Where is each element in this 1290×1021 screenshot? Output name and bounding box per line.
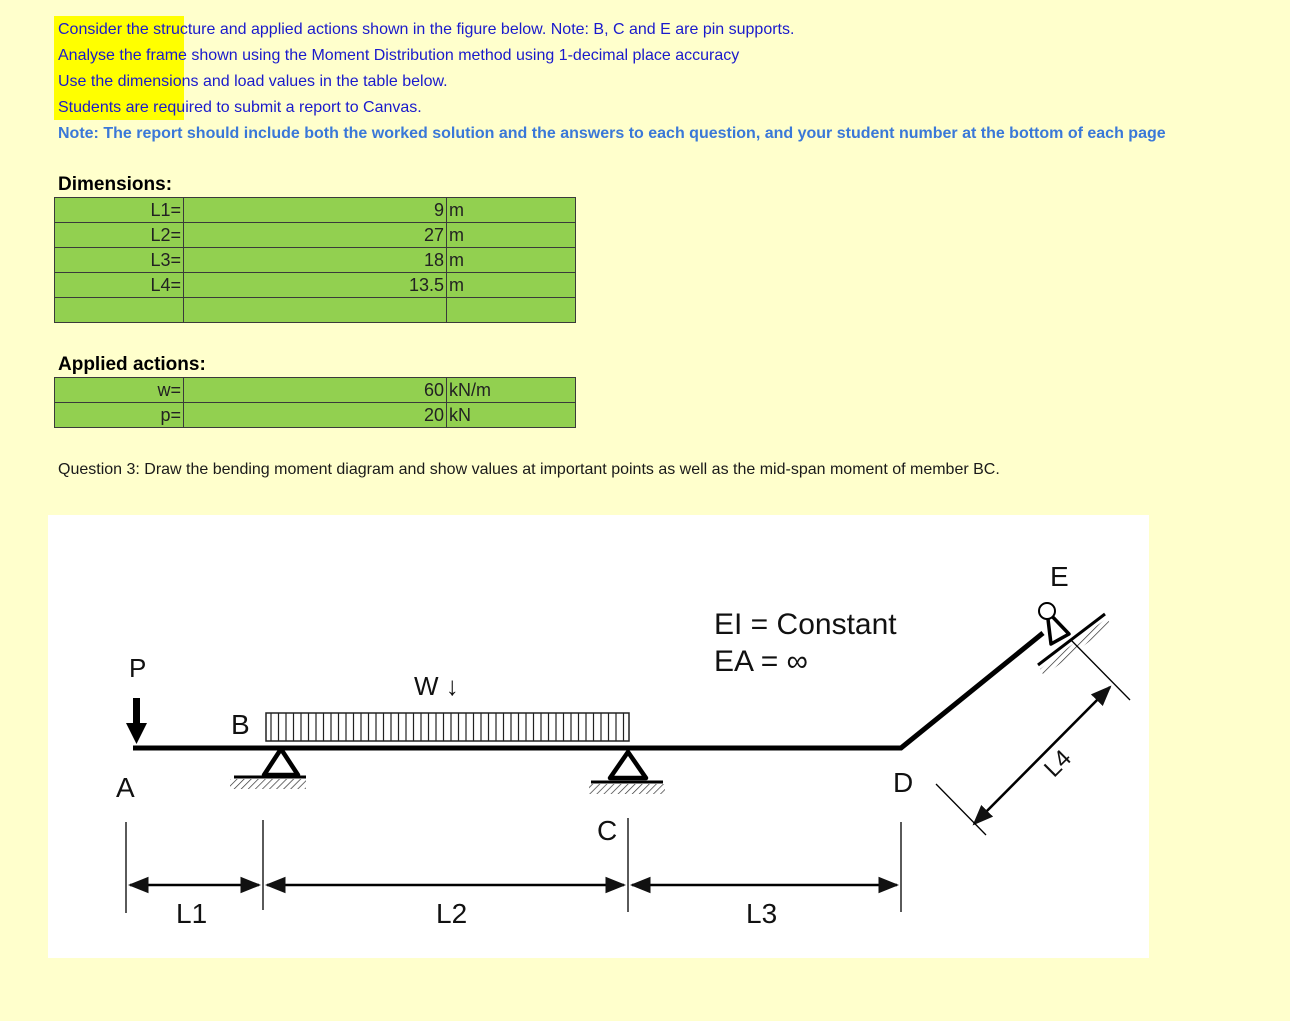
dimension-value[interactable] xyxy=(183,297,447,323)
table-row: L3= 18 m xyxy=(54,247,576,273)
dimension-unit[interactable]: m xyxy=(446,197,576,223)
dimension-value[interactable]: 18 xyxy=(183,247,447,273)
table-row: L4= 13.5 m xyxy=(54,272,576,298)
dimension-arrows xyxy=(127,685,1112,894)
dimension-label[interactable]: L1= xyxy=(54,197,184,223)
label-w: W ↓ xyxy=(414,671,459,701)
frame-diagram xyxy=(125,602,1131,913)
action-value[interactable]: 20 xyxy=(183,402,447,428)
table-row xyxy=(54,297,576,323)
dimension-value[interactable]: 9 xyxy=(183,197,447,223)
label-l3: L3 xyxy=(746,898,778,929)
instruction-line-4: Students are required to submit a report… xyxy=(58,99,422,116)
dimension-value[interactable]: 13.5 xyxy=(183,272,447,298)
dimension-unit[interactable]: m xyxy=(446,222,576,248)
structure-figure: P A B C D E W ↓ EI = Constant EA = ∞ L1 … xyxy=(48,515,1149,958)
label-l2: L2 xyxy=(436,898,468,929)
report-note: Note: The report should include both the… xyxy=(58,125,1166,142)
action-label[interactable]: p= xyxy=(54,402,184,428)
label-b: B xyxy=(231,709,250,740)
dimension-unit[interactable]: m xyxy=(446,247,576,273)
instruction-line-1: Consider the structure and applied actio… xyxy=(58,21,795,38)
table-row: w= 60 kN/m xyxy=(54,377,576,403)
dimension-unit[interactable]: m xyxy=(446,272,576,298)
dimension-label[interactable] xyxy=(54,297,184,323)
label-p: P xyxy=(129,653,147,683)
action-unit[interactable]: kN/m xyxy=(446,377,576,403)
dimensions-heading: Dimensions: xyxy=(58,174,173,195)
distributed-load xyxy=(265,712,630,742)
dimension-ticks xyxy=(125,818,902,913)
question-3: Question 3: Draw the bending moment diag… xyxy=(58,461,1000,478)
frame-member xyxy=(133,631,1045,751)
label-a: A xyxy=(116,772,135,803)
dimension-value[interactable]: 27 xyxy=(183,222,447,248)
table-row: L2= 27 m xyxy=(54,222,576,248)
instruction-line-3: Use the dimensions and load values in th… xyxy=(58,73,448,90)
actions-heading: Applied actions: xyxy=(58,354,206,375)
action-unit[interactable]: kN xyxy=(446,402,576,428)
highlight-block xyxy=(54,16,184,120)
dimension-label[interactable]: L2= xyxy=(54,222,184,248)
instruction-line-2: Analyse the frame shown using the Moment… xyxy=(58,47,740,64)
action-label[interactable]: w= xyxy=(54,377,184,403)
dimension-unit[interactable] xyxy=(446,297,576,323)
label-ei: EI = Constant xyxy=(714,608,897,641)
dimensions-table: L1= 9 m L2= 27 m L3= 18 m L4= 13.5 m xyxy=(54,197,576,323)
pin-support-b xyxy=(230,746,306,789)
dimension-label[interactable]: L4= xyxy=(54,272,184,298)
table-row: p= 20 kN xyxy=(54,402,576,428)
actions-table: w= 60 kN/m p= 20 kN xyxy=(54,377,576,428)
point-load-arrow xyxy=(126,698,147,744)
table-row: L1= 9 m xyxy=(54,197,576,223)
l4-extension-lines xyxy=(935,639,1131,836)
action-value[interactable]: 60 xyxy=(183,377,447,403)
label-l1: L1 xyxy=(176,898,208,929)
label-d: D xyxy=(893,767,914,798)
dimension-label[interactable]: L3= xyxy=(54,247,184,273)
label-c: C xyxy=(597,815,618,846)
label-ea: EA = ∞ xyxy=(714,645,808,678)
label-e: E xyxy=(1050,561,1069,592)
pin-support-e xyxy=(1037,602,1111,676)
pin-support-c xyxy=(589,749,665,794)
